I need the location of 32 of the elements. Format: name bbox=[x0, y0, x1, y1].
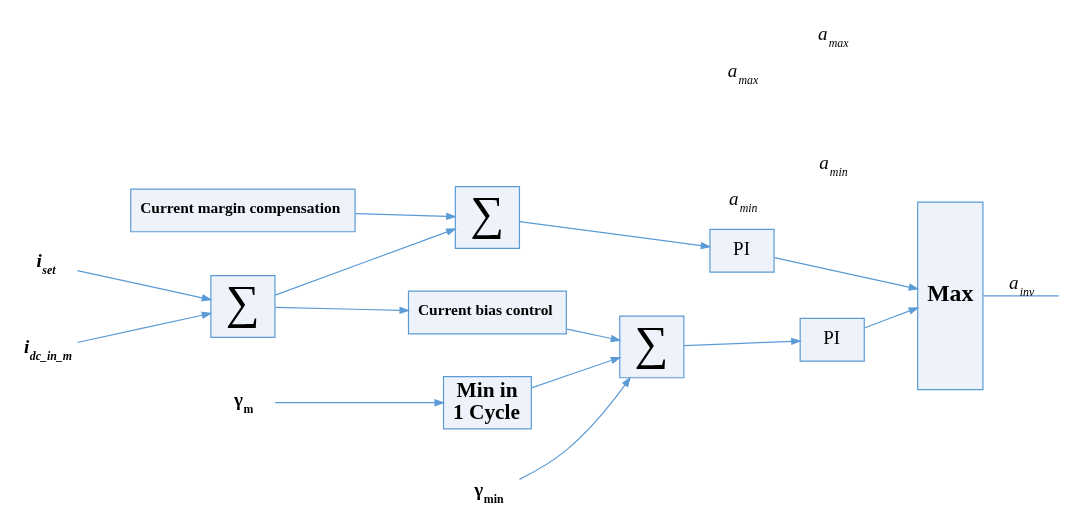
arrow bbox=[531, 356, 622, 389]
label: a$_{max}$ bbox=[817, 23, 849, 51]
arrow bbox=[274, 398, 446, 407]
connector bbox=[982, 295, 1060, 297]
arrow bbox=[773, 257, 920, 291]
label: a$_{min}$ bbox=[728, 188, 758, 216]
node-box: ∑ bbox=[619, 315, 685, 379]
node-text: i$_{set}$ bbox=[36, 250, 56, 278]
node-box: PI bbox=[709, 228, 775, 273]
node-box: ∑ bbox=[454, 186, 521, 249]
node-box: Max bbox=[917, 201, 984, 391]
node-box: ∑ bbox=[210, 275, 276, 338]
node-text: γ$_{m}$ bbox=[234, 389, 254, 417]
arrow bbox=[76, 311, 213, 344]
arrow bbox=[863, 307, 920, 329]
node-box: Current bias control bbox=[407, 290, 567, 335]
arrow bbox=[274, 306, 411, 315]
arrow bbox=[518, 376, 632, 480]
node-box: Min in 1 Cycle bbox=[442, 375, 532, 430]
label: a$_{max}$ bbox=[727, 60, 759, 88]
node-box: PI bbox=[799, 317, 865, 362]
node-text: γ$_{min}$ bbox=[474, 479, 504, 507]
node-box: Current margin compensation bbox=[130, 188, 356, 233]
arrow bbox=[76, 270, 213, 302]
node-text: i$_{dc_in_m}$ bbox=[23, 335, 73, 363]
arrow bbox=[566, 328, 622, 343]
label: a$_{min}$ bbox=[819, 151, 848, 179]
edge-label: a$_{inv}$ bbox=[1009, 271, 1035, 299]
arrow bbox=[354, 212, 457, 221]
arrow bbox=[518, 221, 712, 250]
arrow bbox=[274, 228, 457, 296]
arrow bbox=[683, 337, 802, 347]
